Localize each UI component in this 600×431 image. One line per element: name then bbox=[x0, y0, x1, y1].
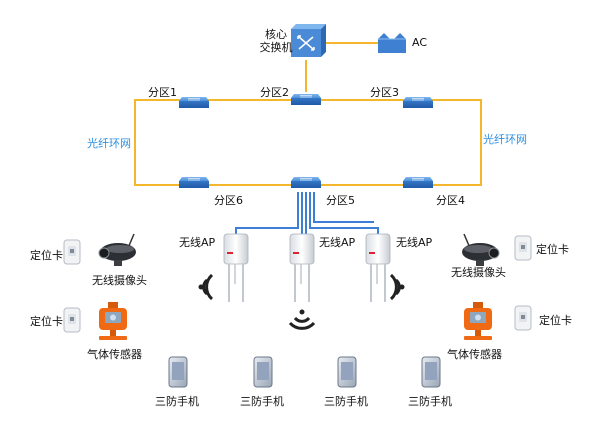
access-controller-icon bbox=[378, 33, 406, 53]
rugged-phone-1-icon bbox=[168, 356, 188, 388]
right-card-2-label: 定位卡 bbox=[539, 314, 572, 327]
core-switch-label-line1: 核心 bbox=[265, 28, 287, 41]
network-links bbox=[134, 42, 482, 240]
wifi-signal-right-icon bbox=[389, 273, 405, 301]
ap-3-label: 无线AP bbox=[396, 236, 433, 249]
zone-3-label: 分区3 bbox=[370, 86, 399, 99]
rugged-phone-4-icon bbox=[421, 356, 441, 388]
zone-6-label: 分区6 bbox=[214, 194, 243, 207]
rugged-phone-3-icon bbox=[337, 356, 357, 388]
left-gas-label: 气体传感器 bbox=[87, 348, 142, 361]
wifi-signal-center-icon bbox=[288, 309, 316, 330]
gas-sensor-right-icon bbox=[464, 302, 492, 340]
zone-5-switch-icon bbox=[290, 176, 322, 189]
zone-5-label: 分区5 bbox=[326, 194, 355, 207]
zone-3-switch-icon bbox=[402, 96, 434, 109]
location-card-left-1-icon bbox=[63, 239, 81, 265]
zone-2-label: 分区2 bbox=[260, 86, 289, 99]
zone-4-label: 分区4 bbox=[436, 194, 465, 207]
core-switch-icon bbox=[291, 24, 326, 57]
wireless-ap-2-icon bbox=[289, 233, 315, 303]
zone-6-switch-icon bbox=[178, 176, 210, 189]
right-camera-label: 无线摄像头 bbox=[451, 266, 506, 279]
right-card-1-label: 定位卡 bbox=[536, 243, 569, 256]
fiber-ring-left-label: 光纤环网 bbox=[87, 137, 131, 150]
zone-1-label: 分区1 bbox=[148, 86, 177, 99]
wireless-camera-left-icon bbox=[98, 233, 137, 267]
gas-sensor-left-icon bbox=[99, 302, 127, 340]
wireless-ap-3-icon bbox=[365, 233, 391, 303]
left-card-2-label: 定位卡 bbox=[30, 315, 63, 328]
core-switch-label: 核心 交换机 bbox=[258, 28, 294, 54]
phone-3-label: 三防手机 bbox=[324, 395, 368, 408]
zone-4-switch-icon bbox=[402, 176, 434, 189]
zone-1-switch-icon bbox=[178, 96, 210, 109]
wireless-camera-right-icon bbox=[461, 233, 500, 267]
ac-label: AC bbox=[412, 36, 428, 49]
fiber-ring-right-label: 光纤环网 bbox=[483, 133, 527, 146]
rugged-phone-2-icon bbox=[253, 356, 273, 388]
ap-1-label: 无线AP bbox=[179, 236, 216, 249]
location-card-left-2-icon bbox=[63, 307, 81, 333]
right-gas-label: 气体传感器 bbox=[447, 348, 502, 361]
location-card-right-2-icon bbox=[514, 305, 532, 331]
zone-2-switch-icon bbox=[290, 93, 322, 106]
phone-2-label: 三防手机 bbox=[240, 395, 284, 408]
phone-1-label: 三防手机 bbox=[155, 395, 199, 408]
core-switch-label-line2: 交换机 bbox=[259, 41, 293, 54]
left-card-1-label: 定位卡 bbox=[30, 249, 63, 262]
wireless-ap-1-icon bbox=[223, 233, 249, 303]
wifi-signal-left-icon bbox=[198, 273, 214, 301]
location-card-right-1-icon bbox=[514, 235, 532, 261]
phone-4-label: 三防手机 bbox=[408, 395, 452, 408]
ap-2-label: 无线AP bbox=[319, 236, 356, 249]
left-camera-label: 无线摄像头 bbox=[92, 274, 147, 287]
